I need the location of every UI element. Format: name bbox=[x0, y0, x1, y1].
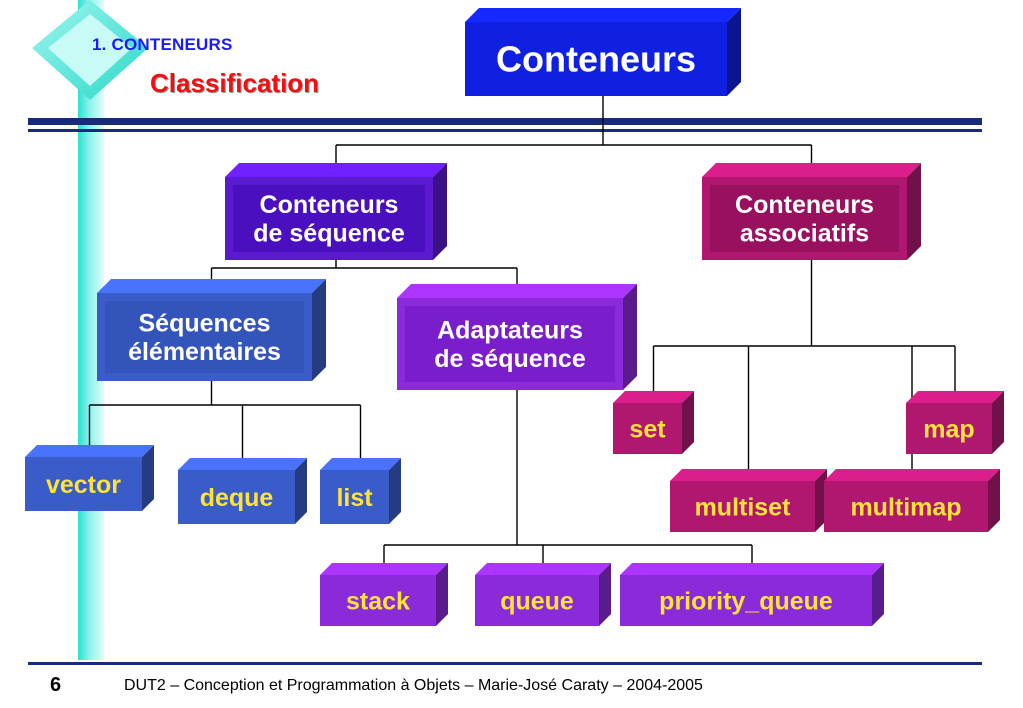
box-side-face bbox=[682, 391, 694, 454]
box-top-face bbox=[670, 469, 827, 481]
box-top-face bbox=[397, 284, 637, 298]
box-top-face bbox=[620, 563, 884, 575]
box-front-face bbox=[25, 457, 142, 511]
box-side-face bbox=[142, 445, 154, 511]
box-top-face bbox=[475, 563, 611, 575]
box-front-face bbox=[613, 403, 682, 454]
box-front-face bbox=[465, 22, 727, 96]
box-inner-panel bbox=[710, 185, 899, 252]
box-top-face bbox=[97, 279, 326, 293]
node-multiset: multiset bbox=[670, 469, 827, 532]
box-front-face bbox=[670, 481, 815, 532]
node-conteneurs: Conteneurs bbox=[465, 8, 741, 96]
box-front-face bbox=[620, 575, 872, 626]
box-top-face bbox=[225, 163, 447, 177]
box-top-face bbox=[320, 563, 448, 575]
page-number: 6 bbox=[50, 674, 62, 696]
node-label: queue bbox=[500, 587, 574, 615]
diamond-icon bbox=[32, 0, 148, 100]
box-front-face bbox=[475, 575, 599, 626]
box-front-face bbox=[178, 470, 295, 524]
box-top-face bbox=[178, 458, 307, 470]
box-side-face bbox=[988, 469, 1000, 532]
node-label: set bbox=[629, 415, 666, 443]
box-side-face bbox=[599, 563, 611, 626]
node-label: map bbox=[923, 415, 974, 443]
box-side-face bbox=[436, 563, 448, 626]
box-top-face bbox=[702, 163, 921, 177]
box-top-face bbox=[906, 391, 1004, 403]
section-title: 1. CONTENEURS bbox=[92, 35, 233, 54]
node-label: list bbox=[336, 484, 373, 512]
box-top-face bbox=[613, 391, 694, 403]
node-label: Conteneurs bbox=[496, 39, 696, 80]
box-side-face bbox=[623, 284, 637, 390]
node-label: deque bbox=[200, 484, 274, 512]
node-deque: deque bbox=[178, 458, 307, 524]
box-top-face bbox=[320, 458, 401, 470]
box-side-face bbox=[389, 458, 401, 524]
node-multimap: multimap bbox=[824, 469, 1000, 532]
box-side-face bbox=[295, 458, 307, 524]
header-rule-thick bbox=[28, 118, 982, 125]
node-label: stack bbox=[346, 587, 410, 615]
box-top-face bbox=[824, 469, 1000, 481]
node-list: list bbox=[320, 458, 401, 524]
box-side-face bbox=[992, 391, 1004, 454]
node-map: map bbox=[906, 391, 1004, 454]
node-label: vector bbox=[46, 471, 121, 499]
node-label: de séquence bbox=[434, 345, 586, 373]
box-side-face bbox=[312, 279, 326, 381]
node-label: Adaptateurs bbox=[437, 316, 583, 344]
box-top-face bbox=[25, 445, 154, 457]
node-label: Conteneurs bbox=[735, 191, 874, 219]
footer-rule bbox=[28, 662, 982, 665]
box-side-face bbox=[727, 8, 741, 96]
node-stack: stack bbox=[320, 563, 448, 626]
box-side-face bbox=[433, 163, 447, 260]
slide-subtitle: Classification bbox=[150, 68, 320, 98]
node-label: Conteneurs bbox=[260, 191, 399, 219]
diagram-edges bbox=[88, 96, 956, 563]
box-front-face bbox=[320, 575, 436, 626]
box-front-face bbox=[320, 470, 389, 524]
header-rule-thin bbox=[28, 129, 982, 132]
box-inner-panel bbox=[105, 301, 304, 373]
box-front-face bbox=[824, 481, 988, 532]
box-side-face bbox=[872, 563, 884, 626]
footer-text: DUT2 – Conception et Programmation à Obj… bbox=[124, 677, 703, 694]
node-label: associatifs bbox=[740, 220, 869, 248]
node-vector: vector bbox=[25, 445, 154, 511]
node-label: multiset bbox=[695, 493, 792, 521]
node-label: élémentaires bbox=[128, 338, 281, 366]
box-top-face bbox=[465, 8, 741, 22]
node-label: Séquences bbox=[138, 309, 270, 337]
node-set: set bbox=[613, 391, 694, 454]
box-inner-panel bbox=[405, 306, 615, 382]
box-inner-panel bbox=[233, 185, 425, 252]
node-label: priority_queue bbox=[659, 587, 833, 615]
node-label: multimap bbox=[850, 493, 961, 521]
node-queue: queue bbox=[475, 563, 611, 626]
box-front-face bbox=[906, 403, 992, 454]
node-priority-queue: priority_queue bbox=[620, 563, 884, 626]
box-side-face bbox=[907, 163, 921, 260]
node-label: de séquence bbox=[253, 220, 405, 248]
